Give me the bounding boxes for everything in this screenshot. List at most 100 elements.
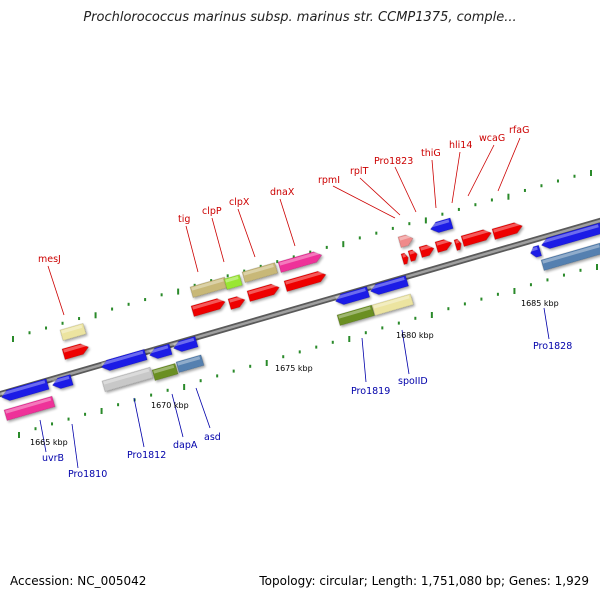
- gene-label-rpmi[interactable]: rpmI: [318, 175, 340, 186]
- gene-label-pro1828[interactable]: Pro1828: [533, 341, 572, 352]
- gene-label-tig[interactable]: tig: [178, 214, 190, 225]
- gene-highlight: [101, 350, 144, 366]
- tick-mark: [381, 326, 384, 330]
- tick-mark: [342, 241, 345, 248]
- gene-rev-pink[interactable]: [3, 395, 56, 421]
- tick-mark: [358, 236, 361, 240]
- tick-mark: [51, 422, 54, 426]
- gene-label-clpp[interactable]: clpP: [202, 206, 222, 217]
- tick-mark: [579, 268, 582, 272]
- gene-pro1819[interactable]: [336, 304, 376, 326]
- leader-line: [361, 337, 367, 383]
- gene-clp-red-2[interactable]: [227, 295, 246, 310]
- gene-wcag[interactable]: [460, 228, 493, 247]
- gene-label-dnax[interactable]: dnaX: [270, 187, 295, 198]
- gene-label-rplt[interactable]: rplT: [350, 166, 369, 177]
- gene-uvrb[interactable]: [0, 378, 50, 403]
- tick-mark: [331, 340, 334, 344]
- tick-mark: [375, 231, 378, 235]
- gene-dapa[interactable]: [151, 362, 179, 381]
- gene-clp-red-3[interactable]: [246, 282, 281, 302]
- gene-label-pro1812[interactable]: Pro1812: [127, 450, 166, 461]
- gene-label-asd[interactable]: asd: [204, 432, 221, 443]
- gene-label-pro1819[interactable]: Pro1819: [351, 386, 390, 397]
- gene-spoiid[interactable]: [371, 293, 414, 316]
- gene-rev-b5[interactable]: [369, 275, 409, 296]
- ruler-labels: 1665 kbp 1670 kbp 1675 kbp 1680 kbp 1685…: [30, 299, 559, 447]
- tick-mark: [45, 326, 48, 330]
- gene-features[interactable]: [0, 217, 600, 421]
- reverse-labels: uvrB Pro1810 Pro1812 dapA asd Pro1819 sp…: [42, 341, 572, 480]
- gene-highlight: [370, 276, 405, 290]
- gene-label-pro1810[interactable]: Pro1810: [68, 469, 107, 480]
- leader-line: [211, 217, 225, 263]
- gene-pro1812-b[interactable]: [100, 348, 148, 372]
- gene-highlight: [63, 343, 87, 353]
- gene-highlight: [153, 364, 175, 374]
- gene-label-rfag[interactable]: rfaG: [509, 125, 529, 136]
- tick-mark: [160, 293, 163, 297]
- gene-asd[interactable]: [175, 354, 205, 373]
- gene-clpp[interactable]: [223, 274, 243, 290]
- gene-pro1810[interactable]: [51, 374, 74, 390]
- leader-line: [467, 144, 495, 197]
- tick-mark: [183, 384, 186, 390]
- ruler-label: 1685 kbp: [521, 299, 559, 308]
- leader-line: [237, 208, 256, 258]
- gene-label-hli14[interactable]: hli14: [449, 140, 472, 151]
- gene-highlight: [248, 283, 277, 295]
- gene-thig[interactable]: [434, 238, 453, 253]
- gene-fwd-blue[interactable]: [429, 217, 454, 235]
- leader-line: [47, 265, 65, 316]
- gene-rplt[interactable]: [400, 252, 410, 265]
- gene-label-thig[interactable]: thiG: [421, 148, 441, 159]
- gene-pro1828-tip[interactable]: [529, 244, 543, 258]
- leader-line: [497, 137, 521, 192]
- gene-label-wcag[interactable]: wcaG: [479, 133, 505, 144]
- gene-pro1823[interactable]: [418, 243, 436, 258]
- gene-dnax-red[interactable]: [283, 269, 327, 292]
- tick-mark: [28, 331, 31, 335]
- gene-dnax[interactable]: [277, 250, 323, 273]
- gene-label-spoiid[interactable]: spoIID: [398, 376, 428, 387]
- gene-highlight: [493, 222, 521, 233]
- gene-rev-b3[interactable]: [172, 335, 199, 353]
- gene-pro1828[interactable]: [540, 222, 600, 251]
- tick-mark: [496, 292, 499, 296]
- gene-clp-red-1[interactable]: [190, 297, 227, 317]
- gene-rev-steel[interactable]: [540, 242, 600, 271]
- gene-highlight: [1, 380, 46, 396]
- gene-hli14[interactable]: [453, 238, 463, 251]
- tick-mark: [150, 393, 153, 397]
- tick-mark: [513, 288, 516, 294]
- gene-rev-b2[interactable]: [148, 343, 173, 361]
- gene-highlight: [192, 298, 223, 310]
- gene-rplt-b[interactable]: [407, 249, 419, 262]
- gene-highlight: [338, 306, 371, 319]
- gene-highlight: [103, 368, 150, 385]
- tick-mark: [408, 222, 411, 226]
- gene-pro1819-b[interactable]: [334, 286, 371, 307]
- gene-highlight: [542, 244, 600, 264]
- leader-line: [543, 307, 550, 340]
- gene-rpmi-block[interactable]: [397, 233, 415, 248]
- gene-label-dapa[interactable]: dapA: [173, 440, 198, 451]
- gene-label-clpx[interactable]: clpX: [229, 197, 250, 208]
- gene-pro1812[interactable]: [101, 366, 154, 392]
- gene-clpx[interactable]: [241, 262, 279, 283]
- gene-mesj[interactable]: [61, 342, 90, 360]
- tick-mark: [298, 350, 301, 354]
- gene-highlight: [243, 264, 274, 276]
- forward-labels: mesJ tig clpP clpX dnaX rpmI rplT Pro182…: [38, 125, 529, 265]
- gene-highlight: [420, 244, 432, 251]
- tick-mark: [315, 345, 318, 349]
- gene-label-mesj[interactable]: mesJ: [38, 254, 61, 265]
- gene-label-uvrb[interactable]: uvrB: [42, 453, 64, 464]
- gene-highlight: [335, 288, 366, 300]
- gene-label-pro1823[interactable]: Pro1823: [374, 156, 413, 167]
- tick-mark: [414, 316, 417, 320]
- gene-rfag[interactable]: [491, 221, 524, 240]
- gene-mesj-cream[interactable]: [59, 322, 87, 341]
- tick-mark: [166, 388, 169, 392]
